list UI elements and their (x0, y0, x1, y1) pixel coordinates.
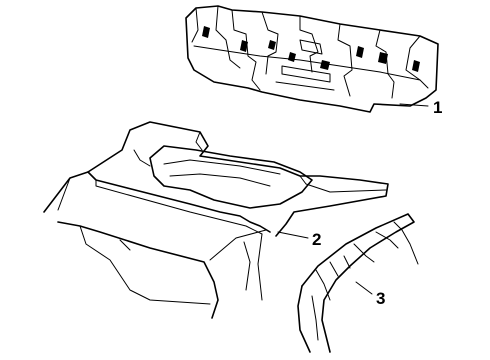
callout-2-label: 2 (312, 230, 321, 249)
part-2-floor-pan (43, 121, 389, 319)
part-3-wheelhouse (297, 213, 419, 353)
callout-2-leader (277, 231, 309, 239)
callout-1-leader (399, 103, 429, 107)
callout-3-label: 3 (376, 289, 385, 308)
callout-1-label: 1 (433, 98, 442, 117)
callout-3-leader (355, 281, 373, 295)
part-1-rear-panel (185, 5, 439, 113)
